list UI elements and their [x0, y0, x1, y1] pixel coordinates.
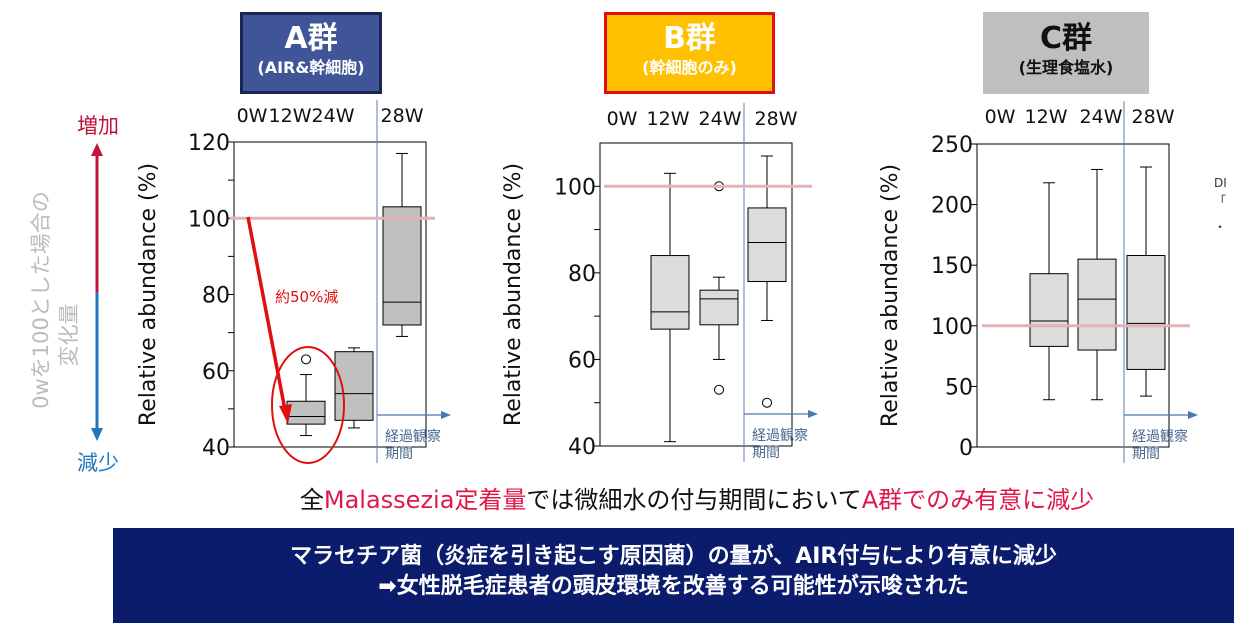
category-label: 12W [1025, 106, 1068, 128]
y-tick-label: 120 [188, 131, 230, 156]
increase-label: 増加 [77, 114, 119, 138]
y-tick-label: 50 [945, 375, 973, 400]
side-note: 変化量 [57, 304, 81, 367]
group-c-subtitle: (生理食塩水) [1018, 58, 1114, 77]
box-12W [286, 400, 326, 425]
decrease-arrow [246, 216, 287, 411]
y-tick-label: 250 [931, 133, 973, 158]
period-label: 経過観察 [385, 428, 441, 445]
category-label: 24W [312, 105, 355, 127]
arrowhead-icon [441, 411, 451, 419]
y-tick-label: 150 [931, 254, 973, 279]
box-24W [334, 351, 374, 421]
y-axis-label: Relative abundance (%) [501, 163, 526, 426]
annotation-label: 約50%減 [275, 288, 338, 306]
caption-pre: 全 [299, 486, 324, 514]
category-label: 28W [381, 105, 424, 127]
decrease-label: 減少 [77, 451, 119, 475]
arrow-down-icon [91, 428, 103, 441]
period-label: 期間 [385, 446, 413, 462]
group-a-subtitle: (AIR&幹細胞) [257, 58, 365, 77]
category-label: 12W [269, 105, 312, 127]
period-label: 経過観察 [752, 427, 808, 444]
y-tick-label: 100 [554, 175, 596, 200]
y-tick-label: 200 [931, 194, 973, 219]
y-tick-label: 40 [202, 436, 230, 461]
box-24W [1077, 258, 1117, 351]
group-b-title: B群 [663, 21, 716, 56]
category-label: 28W [1132, 106, 1175, 128]
banner-line-1: マラセチア菌（炎症を引き起こす原因菌）の量が、AIR付与により有意に減少 [290, 544, 1057, 569]
box-12W [1029, 273, 1069, 347]
caption-highlight: A群でのみ有意に減少 [861, 486, 1095, 514]
category-label: 0W [985, 106, 1016, 128]
y-tick-label: 100 [931, 315, 973, 340]
category-label: 24W [1080, 106, 1123, 128]
box-28W [1126, 255, 1166, 370]
group-b-subtitle: (幹細胞のみ) [642, 58, 737, 77]
conclusion-banner: マラセチア菌（炎症を引き起こす原因菌）の量が、AIR付与により有意に減少 ➡女性… [113, 528, 1234, 623]
y-tick-label: 60 [202, 360, 230, 385]
outlier-point [762, 397, 772, 408]
banner-line-2: ➡女性脱毛症患者の頭皮環境を改善する可能性が示唆された [378, 574, 969, 599]
caption-mid: では微細水の付与期間において [526, 486, 862, 514]
box-12W [650, 255, 690, 330]
arrow-up-icon [91, 143, 103, 156]
cut-text: ・ [1214, 220, 1227, 234]
y-tick-label: 0 [959, 436, 973, 461]
plot-frame [976, 143, 1170, 448]
group-b-header: B群 (幹細胞のみ) [604, 12, 775, 94]
period-label: 期間 [752, 445, 780, 461]
outlier-point [301, 354, 311, 365]
period-label: 経過観察 [1132, 428, 1188, 445]
y-tick-label: 40 [568, 435, 596, 460]
category-label: 12W [647, 108, 690, 130]
highlight-ellipse [271, 346, 345, 464]
box-28W [747, 207, 787, 283]
plot-frame [599, 142, 793, 447]
caption: 全Malassezia定着量では微細水の付与期間においてA群でのみ有意に減少 [120, 480, 1234, 515]
cut-text: DI [1214, 176, 1227, 190]
cut-text: 「 [1214, 194, 1227, 208]
period-label: 期間 [1132, 446, 1160, 462]
y-axis-label: Relative abundance (%) [136, 163, 161, 426]
box-24W [699, 289, 739, 326]
group-c-title: C群 [1039, 21, 1093, 56]
side-note: 0wを100とした場合の [29, 191, 53, 409]
category-label: 0W [607, 108, 638, 130]
arrowhead-icon [279, 404, 292, 424]
arrowhead-icon [808, 410, 818, 418]
y-tick-label: 60 [568, 348, 596, 373]
y-tick-label: 80 [202, 284, 230, 309]
category-label: 24W [699, 108, 742, 130]
group-a-header: A群 (AIR&幹細胞) [240, 12, 382, 94]
outlier-point [714, 384, 724, 395]
group-c-header: C群 (生理食塩水) [983, 12, 1149, 94]
category-label: 0W [237, 105, 268, 127]
y-axis-label: Relative abundance (%) [878, 164, 903, 427]
category-label: 28W [755, 108, 798, 130]
caption-highlight: Malassezia定着量 [323, 486, 527, 514]
box-28W [382, 206, 422, 326]
y-tick-label: 80 [568, 262, 596, 287]
y-tick-label: 100 [188, 207, 230, 232]
group-a-title: A群 [284, 21, 338, 56]
arrowhead-icon [1188, 411, 1198, 419]
